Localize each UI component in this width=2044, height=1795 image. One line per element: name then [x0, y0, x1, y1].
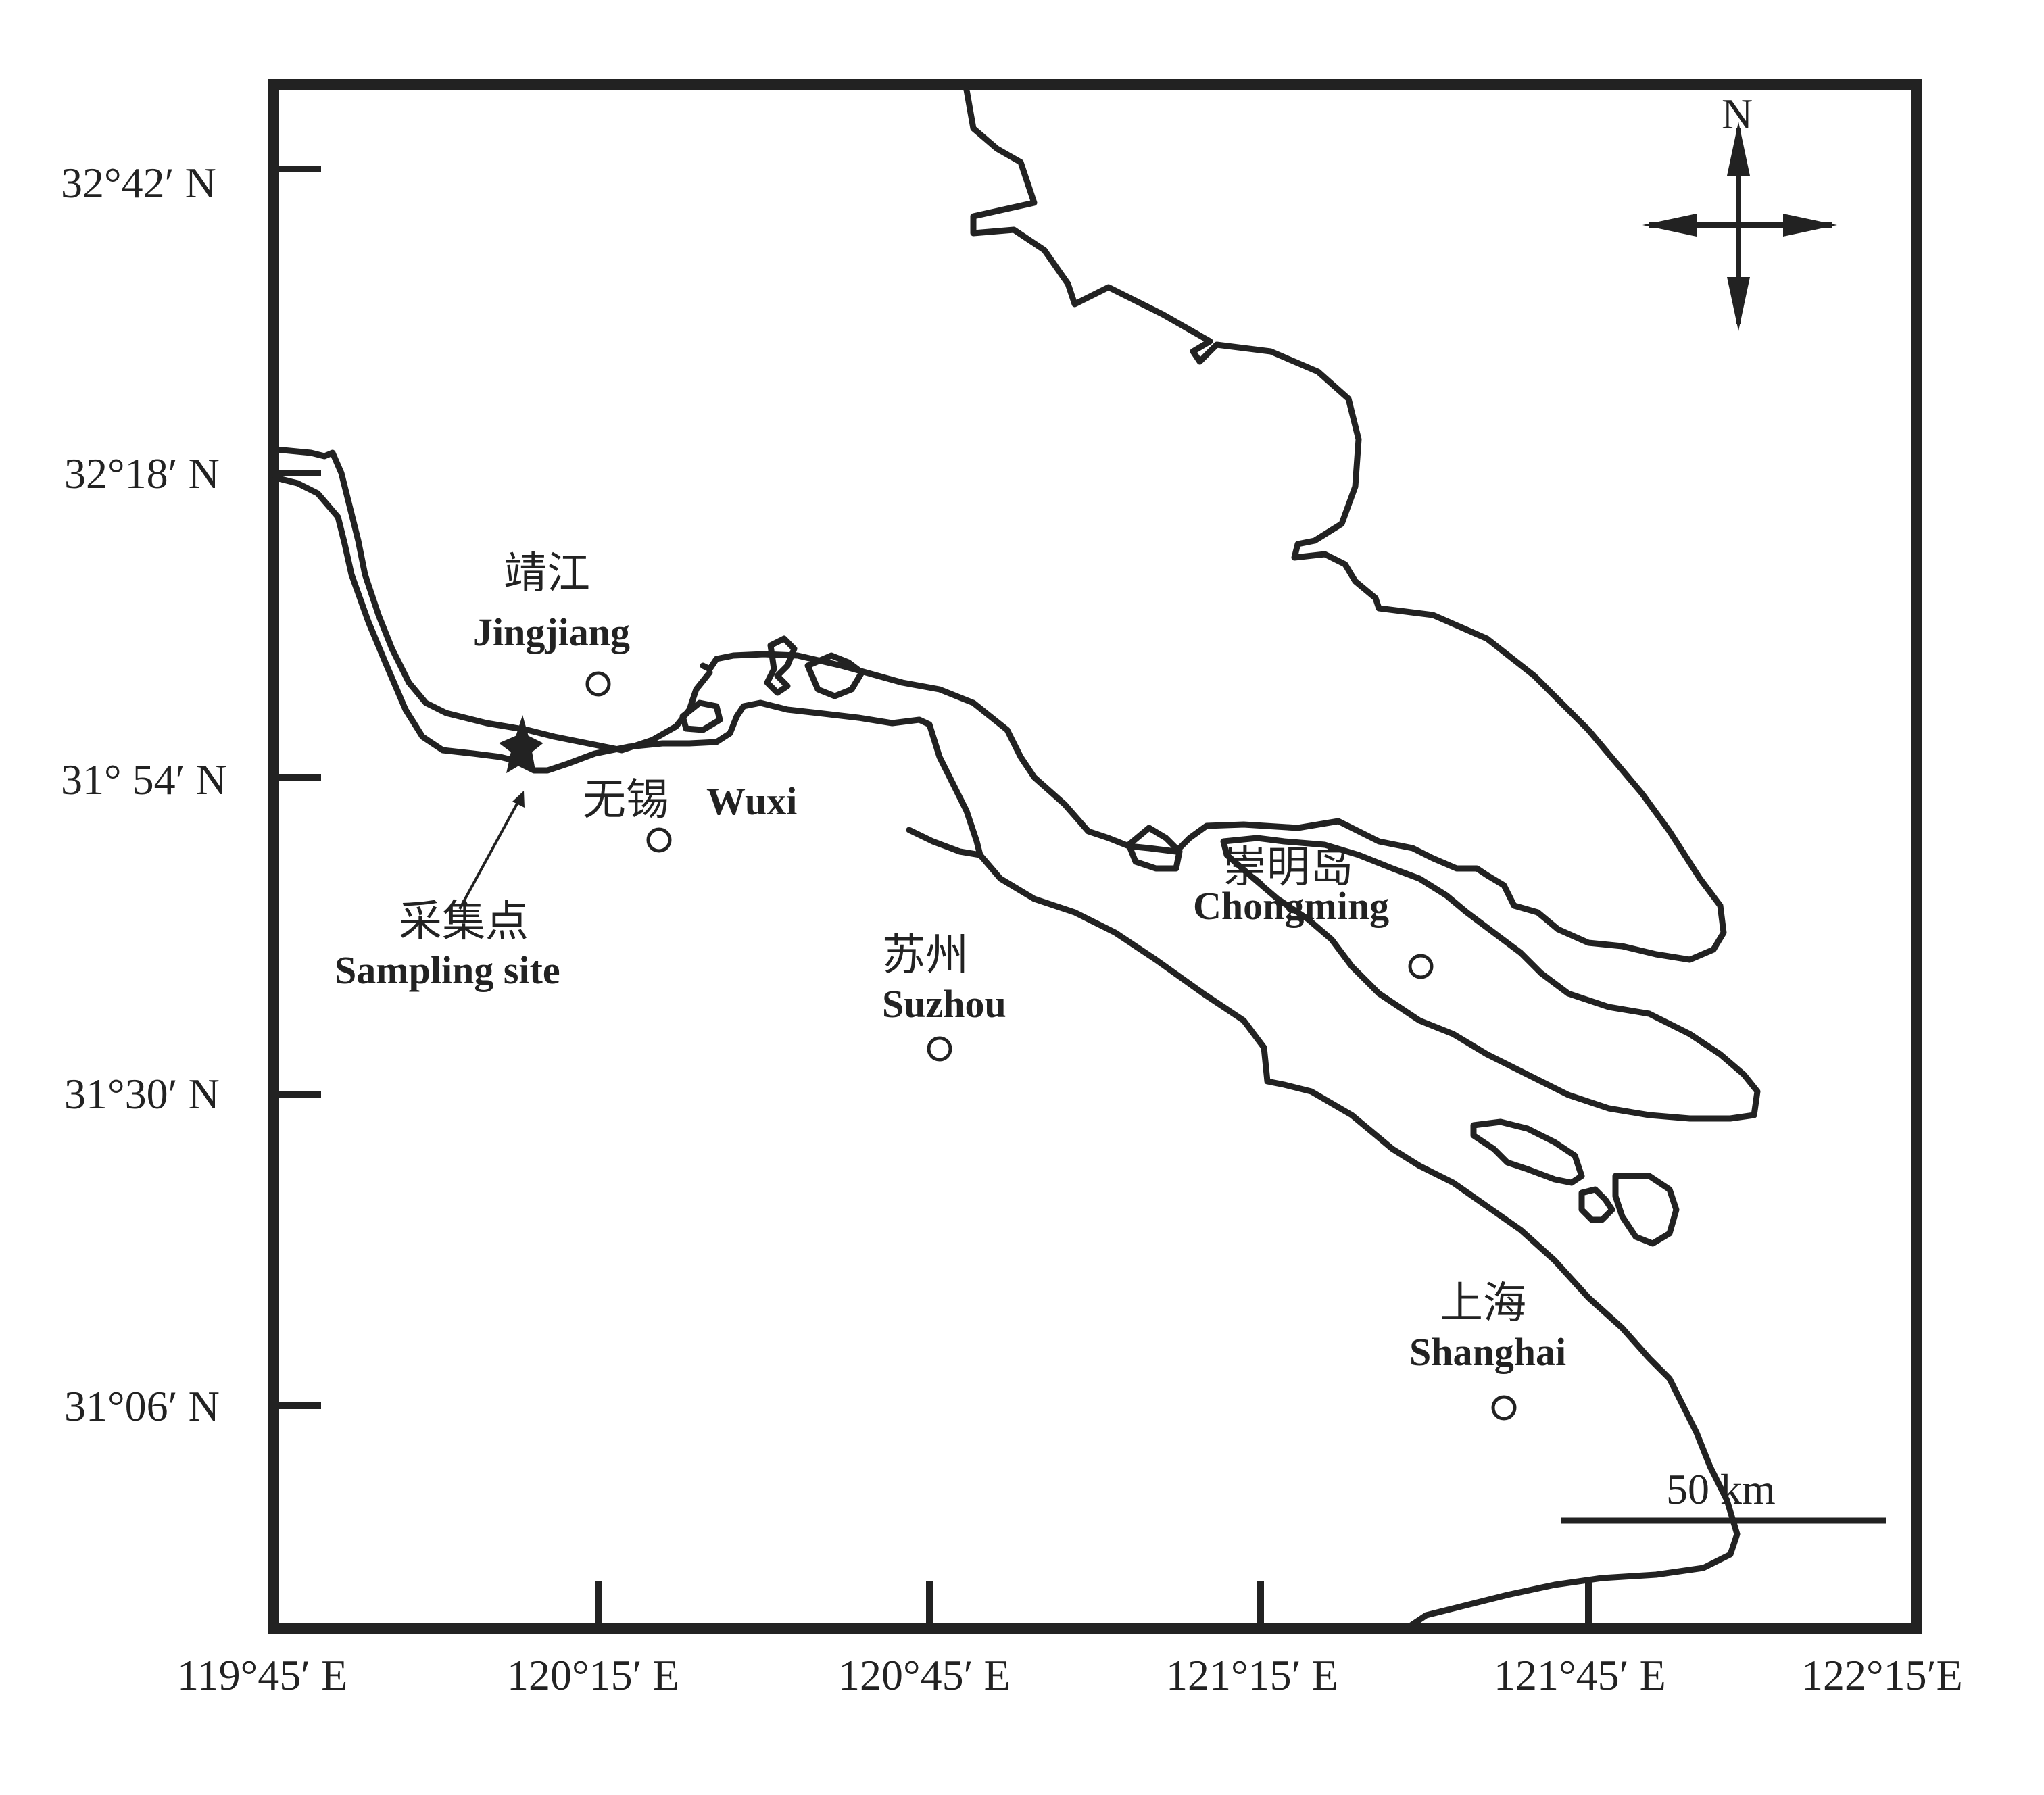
map-frame — [268, 79, 1922, 1634]
sampling-site-star-icon — [499, 715, 543, 774]
chongming-island — [1220, 835, 1761, 1122]
north-arrow-icon: N — [1642, 90, 1837, 331]
wuxi-marker-icon — [646, 827, 672, 853]
north-coastline — [700, 87, 1727, 963]
latitude-ticks — [274, 166, 321, 1409]
river-north-bank — [272, 446, 713, 754]
river-south-bank-lower — [977, 852, 1741, 1632]
longitude-labels: 119°45′ E 120°15′ E 120°45′ E 121°15′ E … — [177, 1651, 1963, 1699]
coastline-and-river — [272, 87, 1761, 1632]
north-label: N — [1722, 90, 1753, 138]
river-south-bank-upper — [272, 474, 983, 858]
place-labels: 靖江 Jingjiang 无锡 Wuxi 苏州 Suzhou 崇明岛 Chong… — [335, 549, 1566, 1374]
jingjiang-marker-icon — [585, 671, 611, 697]
lat-label-1: 32°42′ N — [61, 159, 216, 207]
chongming-label-en: Chongming — [1193, 884, 1389, 928]
lat-label-2: 32°18′ N — [64, 449, 220, 497]
island-3 — [804, 652, 865, 699]
jingjiang-label-zh: 靖江 — [504, 549, 590, 597]
longitude-ticks — [595, 1581, 1592, 1629]
suzhou-label-zh: 苏州 — [882, 931, 969, 979]
lon-label-3: 120°45′ E — [838, 1651, 1011, 1699]
lon-label-6: 122°15′E — [1801, 1651, 1963, 1699]
island-6 — [1578, 1186, 1615, 1223]
sampling-site-marker — [458, 715, 543, 910]
island-5 — [1470, 1118, 1585, 1186]
lon-label-5: 121°45′ E — [1494, 1651, 1666, 1699]
lon-label-4: 121°15′ E — [1166, 1651, 1338, 1699]
lon-label-2: 120°15′ E — [507, 1651, 679, 1699]
wuxi-label-en: Wuxi — [706, 779, 797, 823]
lat-label-4: 31°30′ N — [64, 1070, 220, 1118]
sampling-site-arrowhead-icon — [512, 791, 525, 808]
latitude-labels: 32°42′ N 32°18′ N 31° 54′ N 31°30′ N 31°… — [61, 159, 227, 1430]
jingjiang-label-en: Jingjiang — [473, 610, 630, 654]
suzhou-marker-icon — [927, 1036, 952, 1062]
city-markers — [585, 671, 1517, 1421]
island-1 — [679, 699, 723, 733]
wuxi-label-zh: 无锡 — [583, 776, 669, 824]
chongming-marker-icon — [1408, 954, 1434, 979]
island-4 — [1125, 825, 1183, 872]
island-7 — [1612, 1173, 1680, 1247]
chongming-label-zh: 崇明岛 — [1223, 843, 1353, 891]
shanghai-label-zh: 上海 — [1440, 1279, 1526, 1327]
shanghai-marker-icon — [1491, 1395, 1517, 1421]
sampling-site-label-en: Sampling site — [335, 948, 560, 992]
lon-label-1: 119°45′ E — [177, 1651, 347, 1699]
scale-bar: 50 km — [1561, 1465, 1886, 1524]
lat-label-3: 31° 54′ N — [61, 756, 227, 804]
shanghai-label-en: Shanghai — [1409, 1330, 1566, 1374]
lat-label-5: 31°06′ N — [64, 1382, 220, 1430]
suzhou-label-en: Suzhou — [882, 982, 1006, 1026]
scale-bar-label: 50 km — [1666, 1465, 1776, 1513]
island-2 — [764, 635, 798, 696]
sampling-site-arrow — [458, 797, 522, 910]
sampling-site-label-zh: 采集点 — [399, 898, 529, 945]
